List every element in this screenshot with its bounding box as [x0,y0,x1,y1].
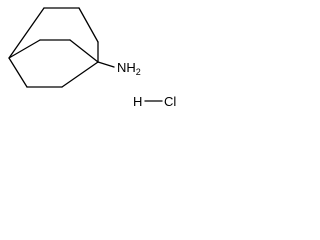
bond-mid-bridge-right [69,39,99,63]
bond-mid-bridge-left [8,39,41,59]
bicyclooctane-amine-hcl-structure: NH2 H Cl [8,7,176,109]
hydrogen-label: H [133,94,142,109]
bond-top-bridge-right [78,7,99,43]
amine-subscript: 2 [136,67,141,77]
bond-bottom-bridge-right [61,61,99,88]
bond-top-to-left-bridgehead [8,7,45,59]
bond-c-n [97,61,115,68]
chlorine-label: Cl [164,94,176,109]
bond-bottom-bridge-left-upper [8,57,28,88]
amine-label: NH2 [117,60,141,77]
bicyclooctane-skeleton [8,7,163,102]
amine-nh-text: NH [117,60,136,75]
